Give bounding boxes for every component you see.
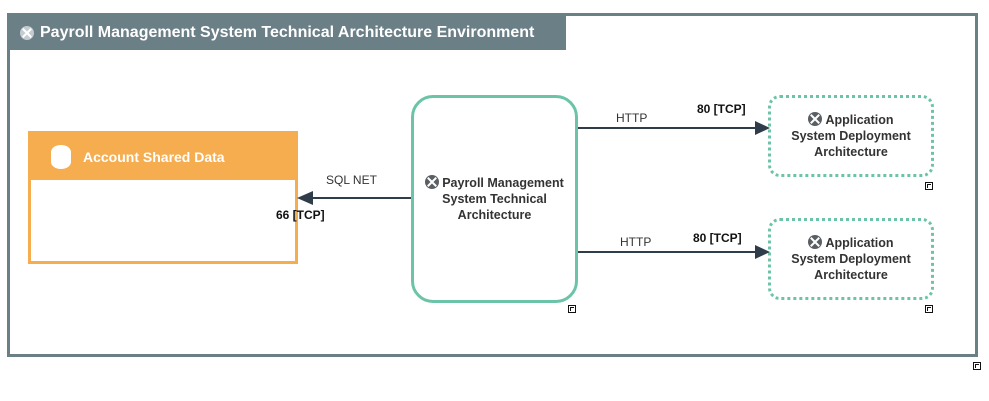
technical-architecture-node[interactable]: Payroll Management System Technical Arch… [411,95,578,303]
expand-icon[interactable] [925,182,933,190]
connector-port-label: 66 [TCP] [276,208,325,222]
deployment-1-title: Application System Deployment Architectu… [791,113,911,159]
expand-icon[interactable] [973,362,981,370]
deployment-2-label: Application System Deployment Architectu… [786,235,916,283]
connector-protocol-label: HTTP [620,235,652,249]
gear-icon [20,26,34,40]
http-arrowhead-1 [755,121,770,135]
connector-protocol-label: HTTP [616,111,648,125]
http-arrowhead-2 [755,245,770,259]
connector-port-label: 80 [TCP] [697,102,746,116]
gear-icon [808,235,823,249]
account-shared-data-node[interactable]: Account Shared Data [28,131,298,264]
data-node-title: Account Shared Data [83,149,225,165]
connector-protocol-label: SQL NET [326,173,377,187]
deployment-2-title: Application System Deployment Architectu… [791,236,911,282]
expand-icon[interactable] [925,305,933,313]
gear-icon [425,175,440,189]
deployment-node-2[interactable]: Application System Deployment Architectu… [768,218,934,300]
connector-port-label: 80 [TCP] [693,231,742,245]
deployment-node-1[interactable]: Application System Deployment Architectu… [768,95,934,177]
data-node-header: Account Shared Data [31,134,295,180]
deployment-1-label: Application System Deployment Architectu… [786,112,916,160]
gear-icon [808,112,823,126]
environment-title: Payroll Management System Technical Arch… [40,24,535,41]
technical-architecture-label: Payroll Management System Technical Arch… [414,175,575,223]
sql-arrowhead [297,191,313,205]
expand-icon[interactable] [568,305,576,313]
database-icon [51,145,71,169]
technical-architecture-title: Payroll Management System Technical Arch… [442,176,564,222]
environment-header[interactable]: Payroll Management System Technical Arch… [10,16,566,50]
